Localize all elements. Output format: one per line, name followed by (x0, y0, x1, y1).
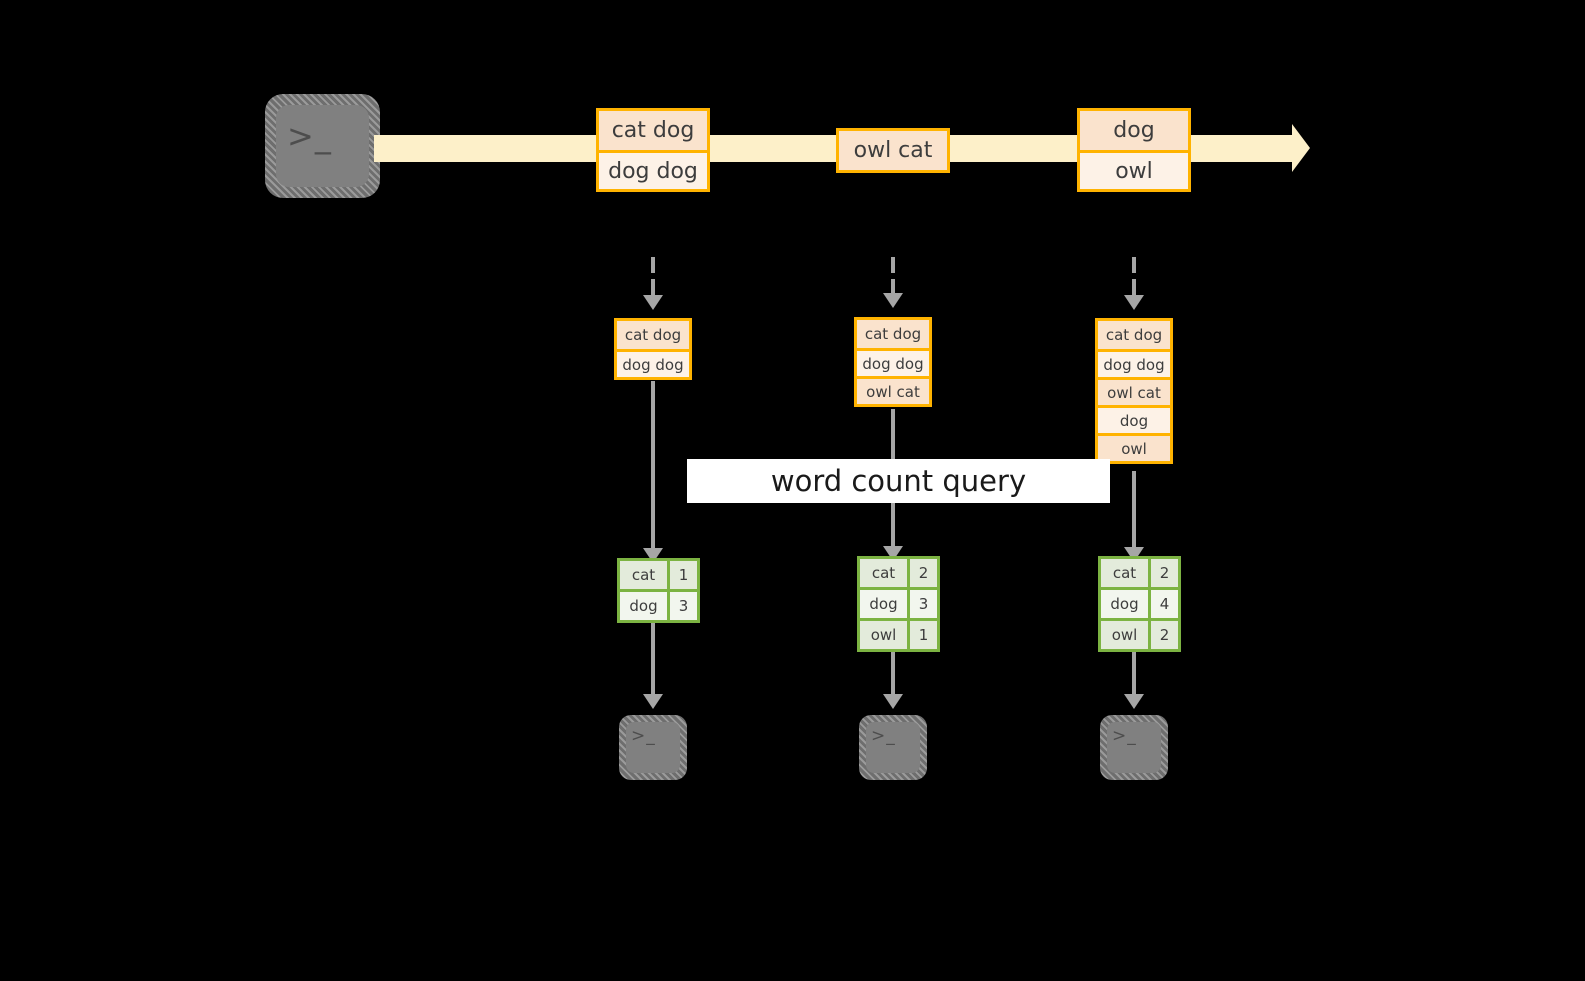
table-row: dog 4 (1101, 587, 1178, 618)
trigger-arrow-head-3-icon (1124, 295, 1144, 310)
word-cell: dog (860, 590, 907, 618)
table-row: dog 3 (860, 587, 937, 618)
input-log-row: dog dog (857, 348, 929, 376)
table-row: cat 1 (620, 561, 697, 589)
input-log-row: owl cat (1098, 377, 1170, 405)
word-cell: owl (1101, 621, 1148, 649)
query-label: word count query (687, 459, 1110, 503)
input-log-row: cat dog (1098, 321, 1170, 349)
input-log-3: cat dog dog dog owl cat dog owl (1095, 318, 1173, 464)
sink-connector-3-arrow-icon (1124, 694, 1144, 709)
sink-connector-1-arrow-icon (643, 694, 663, 709)
input-log-row: cat dog (617, 321, 689, 349)
input-log-2: cat dog dog dog owl cat (854, 317, 932, 407)
count-cell: 1 (907, 621, 937, 649)
count-cell: 2 (1148, 621, 1178, 649)
trigger-tick-1 (651, 279, 655, 296)
stream-event-batch-1: cat dog dog dog (596, 108, 710, 192)
count-cell: 4 (1148, 590, 1178, 618)
table-row: cat 2 (860, 559, 937, 587)
word-cell: cat (860, 559, 907, 587)
terminal-prompt-glyph: >_ (871, 726, 896, 746)
sink-terminal-3-icon: >_ (1100, 715, 1168, 780)
trigger-tick-3 (1132, 257, 1136, 273)
input-log-row: cat dog (857, 320, 929, 348)
trigger-arrow-head-1-icon (643, 295, 663, 310)
stream-event-line: dog (1080, 111, 1188, 150)
trigger-tick-3 (1132, 279, 1136, 296)
input-log-row: owl (1098, 433, 1170, 461)
word-cell: dog (1101, 590, 1148, 618)
count-cell: 3 (667, 592, 697, 620)
trigger-tick-2 (891, 279, 895, 294)
table-row: cat 2 (1101, 559, 1178, 587)
sink-terminal-1-icon: >_ (619, 715, 687, 780)
count-cell: 1 (667, 561, 697, 589)
word-cell: owl (860, 621, 907, 649)
table-row: owl 2 (1101, 618, 1178, 649)
terminal-prompt-glyph: >_ (1112, 726, 1137, 746)
table-row: owl 1 (860, 618, 937, 649)
word-cell: cat (620, 561, 667, 589)
word-cell: cat (1101, 559, 1148, 587)
trigger-arrow-head-2-icon (883, 293, 903, 308)
result-table-3: cat 2 dog 4 owl 2 (1098, 556, 1181, 652)
input-log-row: owl cat (857, 376, 929, 404)
sink-terminal-2-icon: >_ (859, 715, 927, 780)
stream-event-line: owl (1080, 150, 1188, 189)
trigger-tick-1 (651, 257, 655, 273)
sink-connector-2 (891, 650, 895, 698)
input-log-row: dog dog (1098, 349, 1170, 377)
input-log-row: dog (1098, 405, 1170, 433)
stream-event-line: dog dog (599, 150, 707, 189)
stream-arrow-head-icon (1292, 124, 1310, 172)
count-cell: 2 (1148, 559, 1178, 587)
stream-event-batch-2: owl cat (836, 128, 950, 173)
result-table-1: cat 1 dog 3 (617, 558, 700, 623)
terminal-screen (866, 722, 920, 773)
query-connector-1 (651, 381, 655, 552)
stream-event-batch-3: dog owl (1077, 108, 1191, 192)
stream-event-line: owl cat (839, 131, 947, 170)
result-table-2: cat 2 dog 3 owl 1 (857, 556, 940, 652)
stream-event-line: cat dog (599, 111, 707, 150)
terminal-screen (276, 105, 369, 187)
count-cell: 3 (907, 590, 937, 618)
terminal-prompt-glyph: >_ (631, 726, 656, 746)
input-log-row: dog dog (617, 349, 689, 377)
terminal-prompt-glyph: >_ (287, 117, 332, 155)
terminal-screen (626, 722, 680, 773)
query-label-text: word count query (770, 464, 1027, 498)
sink-connector-3 (1132, 650, 1136, 698)
terminal-screen (1107, 722, 1161, 773)
sink-connector-1 (651, 621, 655, 698)
input-log-1: cat dog dog dog (614, 318, 692, 380)
table-row: dog 3 (620, 589, 697, 620)
sink-connector-2-arrow-icon (883, 694, 903, 709)
trigger-tick-2 (891, 257, 895, 273)
word-cell: dog (620, 592, 667, 620)
count-cell: 2 (907, 559, 937, 587)
source-terminal-icon: >_ (265, 94, 380, 198)
query-connector-3 (1132, 471, 1136, 551)
